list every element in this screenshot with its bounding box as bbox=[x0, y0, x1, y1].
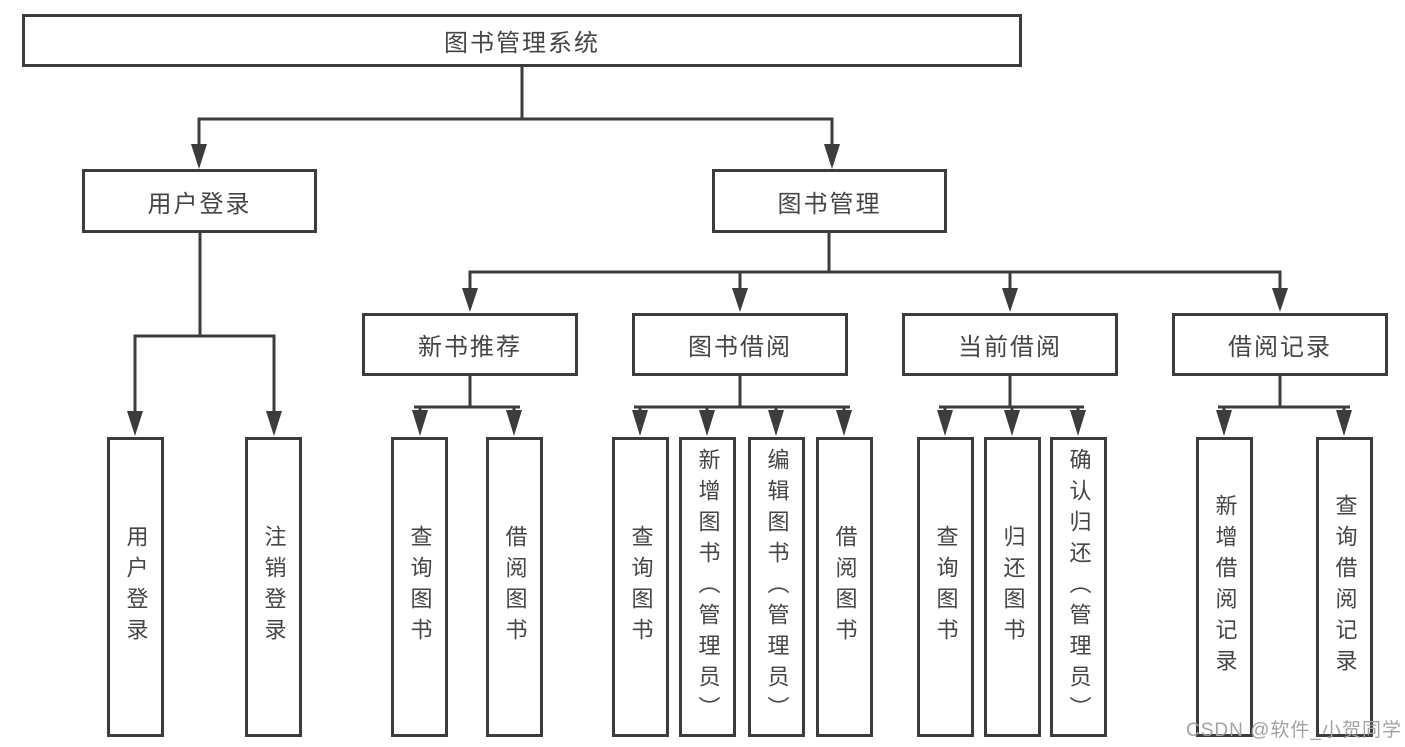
node-user-login: 用户登录 bbox=[82, 169, 317, 233]
leaf-borrow-query-books: 查询图书 bbox=[612, 437, 669, 737]
leaf-borrow-add-books-admin: 新增图书（管理员） bbox=[679, 437, 736, 737]
leaf-current-return-books: 归还图书 bbox=[984, 437, 1041, 737]
leaf-records-add-record: 新增借阅记录 bbox=[1196, 437, 1253, 737]
leaf-label: 新增图书（管理员） bbox=[695, 447, 721, 727]
node-current-borrow: 当前借阅 bbox=[902, 313, 1118, 376]
leaf-borrow-borrow-books: 借阅图书 bbox=[816, 437, 873, 737]
leaf-label: 查询图书 bbox=[933, 525, 959, 649]
leaf-records-query-record: 查询借阅记录 bbox=[1316, 437, 1373, 737]
leaf-label: 编辑图书（管理员） bbox=[764, 447, 790, 727]
leaf-label: 借阅图书 bbox=[502, 525, 528, 649]
leaf-label: 查询图书 bbox=[628, 525, 654, 649]
leaf-newbooks-borrow-books: 借阅图书 bbox=[486, 437, 543, 737]
node-book-borrow: 图书借阅 bbox=[632, 313, 848, 376]
leaf-label: 确认归还（管理员） bbox=[1066, 447, 1092, 727]
leaf-label: 新增借阅记录 bbox=[1212, 494, 1238, 680]
node-root: 图书管理系统 bbox=[22, 14, 1022, 67]
leaf-current-query-books: 查询图书 bbox=[917, 437, 974, 737]
leaf-user-login: 用户登录 bbox=[107, 437, 164, 737]
leaf-current-confirm-return-admin: 确认归还（管理员） bbox=[1050, 437, 1107, 737]
leaf-label: 借阅图书 bbox=[832, 525, 858, 649]
node-book-management: 图书管理 bbox=[712, 169, 947, 233]
leaf-label: 归还图书 bbox=[1000, 525, 1026, 649]
node-new-book-recommend: 新书推荐 bbox=[362, 313, 578, 376]
leaf-newbooks-query-books: 查询图书 bbox=[391, 437, 448, 737]
leaf-label: 注销登录 bbox=[261, 525, 287, 649]
leaf-label: 查询借阅记录 bbox=[1332, 494, 1358, 680]
csdn-watermark: CSDN @软件_小贺同学 bbox=[1186, 720, 1402, 741]
leaf-label: 用户登录 bbox=[123, 525, 149, 649]
leaf-label: 查询图书 bbox=[407, 525, 433, 649]
leaf-borrow-edit-books-admin: 编辑图书（管理员） bbox=[748, 437, 805, 737]
node-borrow-records: 借阅记录 bbox=[1172, 313, 1388, 376]
leaf-logout: 注销登录 bbox=[245, 437, 302, 737]
